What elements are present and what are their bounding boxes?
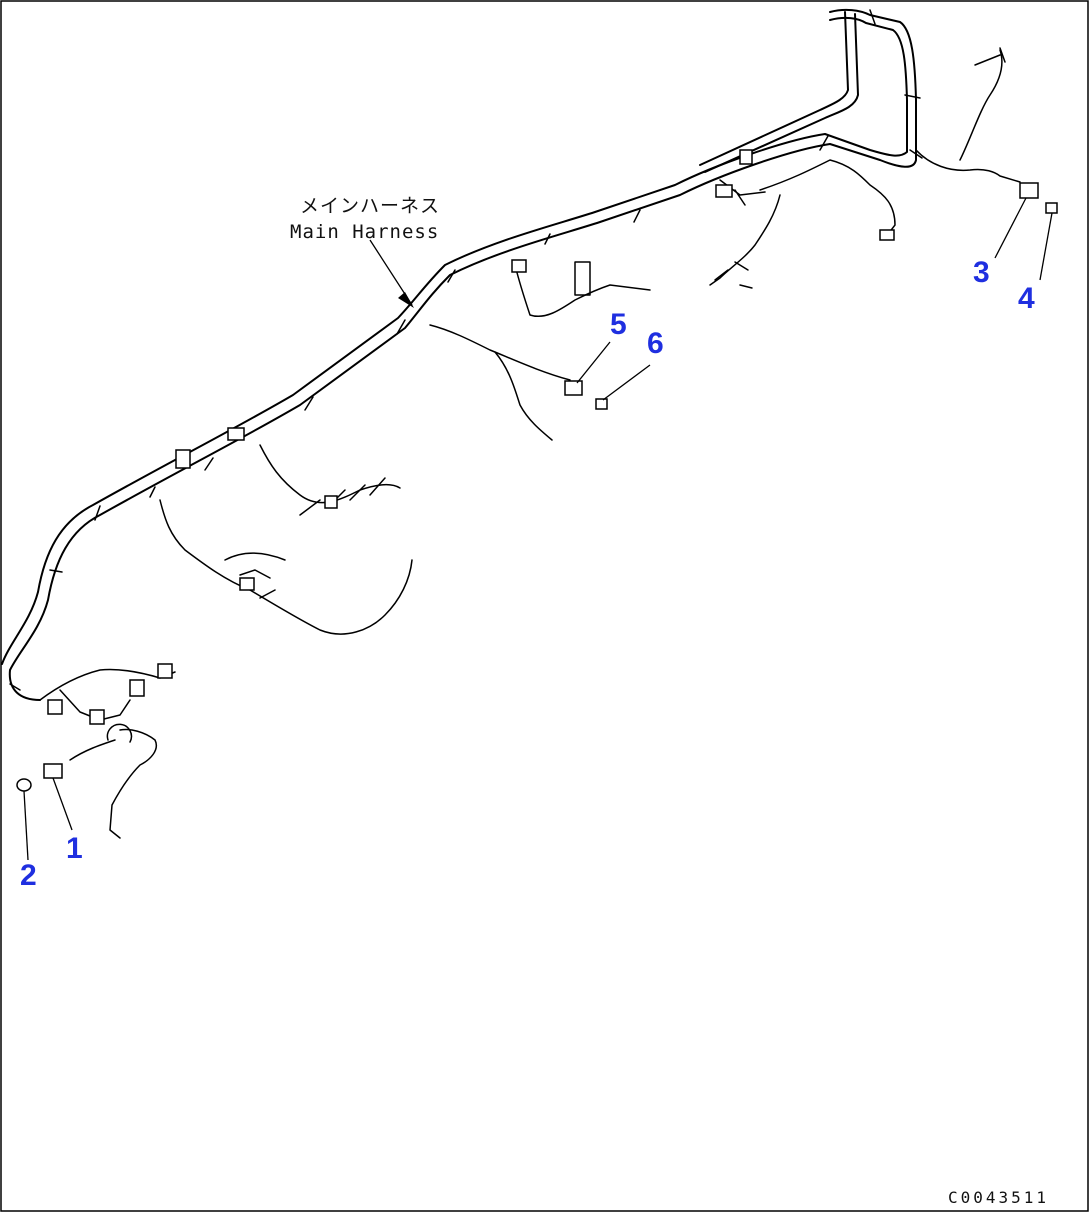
leader-lines [23, 197, 1053, 861]
connector-block [47, 699, 63, 715]
connector-block [239, 577, 255, 591]
connector-part-5 [564, 380, 583, 396]
branch-wires [39, 47, 1021, 839]
harness-arrow-head [398, 292, 414, 308]
cap-part-6 [595, 398, 608, 410]
connector-block [129, 679, 145, 697]
connector-block [324, 495, 338, 509]
connector-block [739, 149, 753, 165]
connector-part-1 [43, 763, 63, 779]
connector-block [879, 229, 895, 241]
main-harness-trunk [1, 8, 923, 701]
callout-1: 1 [66, 832, 83, 865]
harness-label-english: Main Harness [290, 221, 439, 243]
harness-label-japanese: メインハーネス [300, 195, 440, 217]
callout-6: 6 [647, 327, 664, 360]
connector-block [175, 449, 191, 469]
cap-part-4 [1045, 202, 1058, 214]
connector-parts [16, 149, 1058, 792]
connector-block [715, 184, 733, 198]
connector-block [157, 663, 173, 679]
callout-3: 3 [973, 256, 990, 289]
connector-part-3 [1019, 182, 1039, 199]
drawing-code: C0043511 [948, 1188, 1049, 1207]
callout-2: 2 [20, 859, 37, 892]
callout-5: 5 [610, 308, 627, 341]
callout-4: 4 [1018, 282, 1035, 315]
connector-block [227, 427, 245, 441]
connector-block [511, 259, 527, 273]
cap-part-2 [16, 778, 32, 792]
connector-block [89, 709, 105, 725]
